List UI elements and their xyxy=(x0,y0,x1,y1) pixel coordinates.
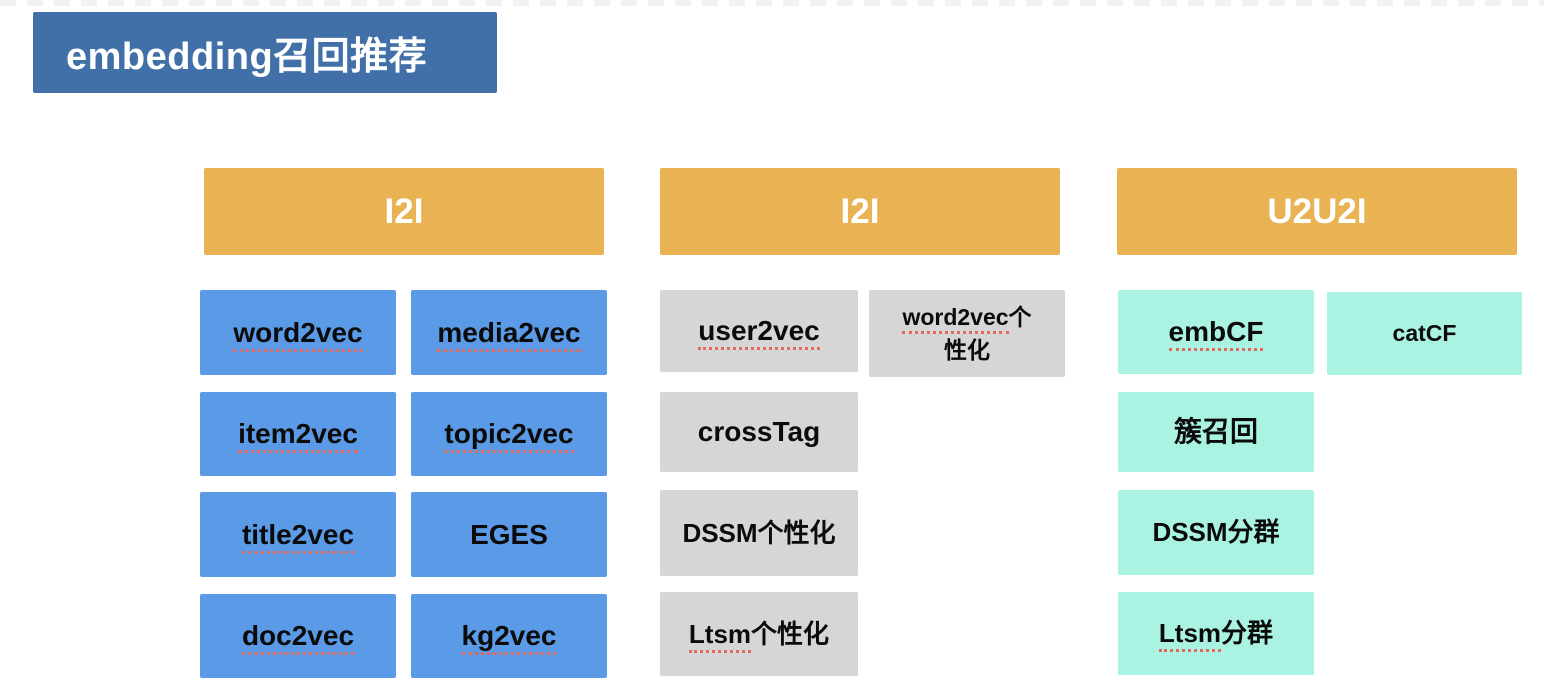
column-header-i2i-2: I2I xyxy=(660,168,1060,255)
box-eges: EGES xyxy=(411,492,607,577)
box-label: embCF xyxy=(1168,312,1264,352)
box-label-underlined: word2vec xyxy=(233,316,363,352)
box-label-underlined: word2vec xyxy=(902,304,1009,335)
box-doc2vec: doc2vec xyxy=(200,594,396,678)
top-perforation-strip xyxy=(0,0,1544,6)
box-label: DSSM个性化 xyxy=(682,517,836,548)
box-label: title2vec xyxy=(241,515,355,554)
box-label: user2vec xyxy=(698,311,820,351)
box-label: 簇召回 xyxy=(1173,416,1258,448)
box-label: item2vec xyxy=(238,414,358,454)
box-label-underlined: user2vec xyxy=(698,315,820,351)
box-ltsm-personalized: Ltsm个性化 xyxy=(660,592,858,676)
box-label: word2vec个 性化 xyxy=(902,304,1032,363)
column-header-i2i-1: I2I xyxy=(204,168,604,255)
box-item2vec: item2vec xyxy=(200,392,396,476)
box-word2vec: word2vec xyxy=(200,290,396,375)
box-label-underlined: title2vec xyxy=(241,518,355,554)
box-label: catCF xyxy=(1392,320,1457,347)
box-label-underlined: doc2vec xyxy=(241,620,355,656)
box-word2vec-personalized: word2vec个 性化 xyxy=(869,290,1065,377)
box-catcf: catCF xyxy=(1327,292,1522,375)
box-dssm-personalized: DSSM个性化 xyxy=(660,490,858,576)
box-label: EGES xyxy=(470,518,548,550)
box-label-underlined: kg2vec xyxy=(461,620,557,656)
box-user2vec: user2vec xyxy=(660,290,858,372)
box-ltsm-segment: Ltsm分群 xyxy=(1118,592,1314,675)
box-label: media2vec xyxy=(437,313,581,352)
box-label: kg2vec xyxy=(461,616,557,656)
box-title2vec: title2vec xyxy=(200,492,396,577)
box-label: doc2vec xyxy=(241,616,355,656)
box-label: Ltsm个性化 xyxy=(688,616,829,653)
box-media2vec: media2vec xyxy=(411,290,607,375)
box-label-underlined: Ltsm xyxy=(688,618,752,653)
box-label: DSSM分群 xyxy=(1152,517,1280,548)
box-dssm-segment: DSSM分群 xyxy=(1118,490,1314,575)
page-title: embedding召回推荐 xyxy=(33,12,497,93)
box-label-underlined: media2vec xyxy=(437,316,581,352)
box-label: word2vec xyxy=(233,313,363,352)
column-header-u2u2i: U2U2I xyxy=(1117,168,1517,255)
box-label: topic2vec xyxy=(444,414,574,454)
box-embcf: embCF xyxy=(1118,290,1314,374)
box-label-underlined: Ltsm xyxy=(1158,618,1222,653)
box-kg2vec: kg2vec xyxy=(411,594,607,678)
box-crosstag: crossTag xyxy=(660,392,858,472)
box-label-underlined: embCF xyxy=(1168,316,1264,352)
box-label-underlined: topic2vec xyxy=(444,418,574,454)
box-label: crossTag xyxy=(697,416,821,448)
box-topic2vec: topic2vec xyxy=(411,392,607,476)
box-cluster-recall: 簇召回 xyxy=(1118,392,1314,472)
box-label: Ltsm分群 xyxy=(1158,615,1273,653)
box-label-underlined: item2vec xyxy=(238,418,358,454)
